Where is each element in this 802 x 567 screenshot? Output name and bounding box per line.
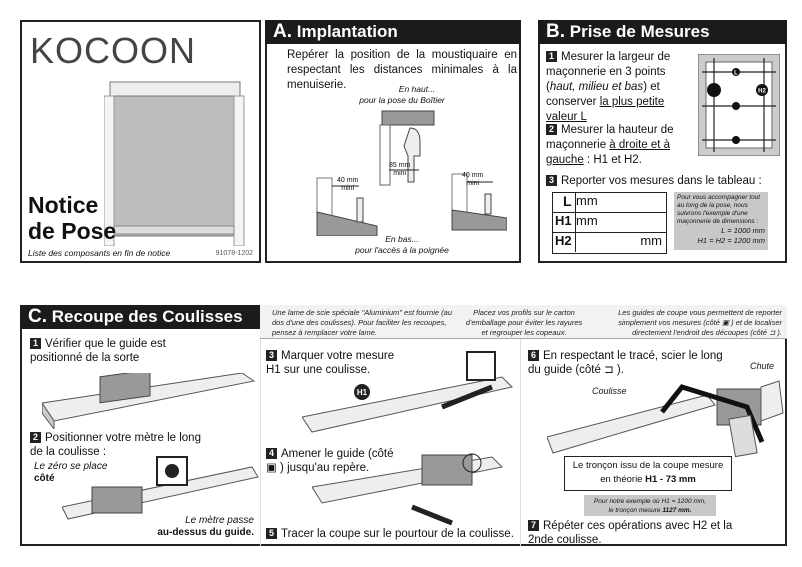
column-divider <box>260 339 261 546</box>
measure-diagram: L H2 <box>698 54 780 156</box>
tips-strip <box>260 305 787 339</box>
label-coulisse: Coulisse <box>592 386 627 396</box>
section-c-header: C. Recoupe des Coulisses <box>20 305 260 329</box>
example-box: Pour vous accompagner tout au long de la… <box>674 192 768 250</box>
section-a-panel: A. Implantation Repérer la position de l… <box>265 20 521 263</box>
section-b-header: B. Prise de Mesures <box>538 20 787 44</box>
label-l: L <box>734 71 738 77</box>
cover-subtitle: Liste des composants en fin de notice <box>28 248 171 258</box>
tip-2: Placez vos profils sur le carton d'embal… <box>465 308 583 337</box>
label-chute: Chute <box>750 361 775 371</box>
brand-logo: KOCOON <box>30 30 197 71</box>
h1-marker: H1 <box>357 388 368 397</box>
screen-illustration <box>104 81 245 246</box>
saw-illustration <box>547 380 784 457</box>
cover-ref: 91078-1202 <box>215 250 253 257</box>
cover-title: Notice de Pose <box>28 192 117 244</box>
section-c-panel: C. Recoupe des Coulisses Une lame de sci… <box>20 305 787 546</box>
section-a-header: A. Implantation <box>265 20 521 44</box>
tip-1: Une lame de scie spéciale "Aluminium" es… <box>272 308 452 337</box>
tip-3: Les guides de coupe vous permettent de r… <box>618 308 782 337</box>
implantation-diagram <box>316 110 507 236</box>
top-caption: En haut...pour la pose du Boîtier <box>359 84 445 105</box>
rail-guide-illustration <box>42 373 256 429</box>
cover-panel: KOCOON Notice de Pose Liste des composan… <box>20 20 261 263</box>
c-example-box: Pour notre exemple où H1 = 1200 mm, le t… <box>584 495 716 516</box>
bottom-caption: En bas...pour l'accès à la poignée <box>355 234 449 255</box>
marking-illustration: H1 <box>302 351 513 433</box>
column-divider <box>520 339 521 546</box>
tape-measure-illustration <box>62 456 259 520</box>
result-box: Le tronçon issu de la coupe mesure en th… <box>564 456 732 491</box>
section-a-intro: Repérer la position de la moustiquaire e… <box>287 49 517 91</box>
label-h2: H2 <box>758 89 766 95</box>
guide-illustration <box>312 453 504 526</box>
